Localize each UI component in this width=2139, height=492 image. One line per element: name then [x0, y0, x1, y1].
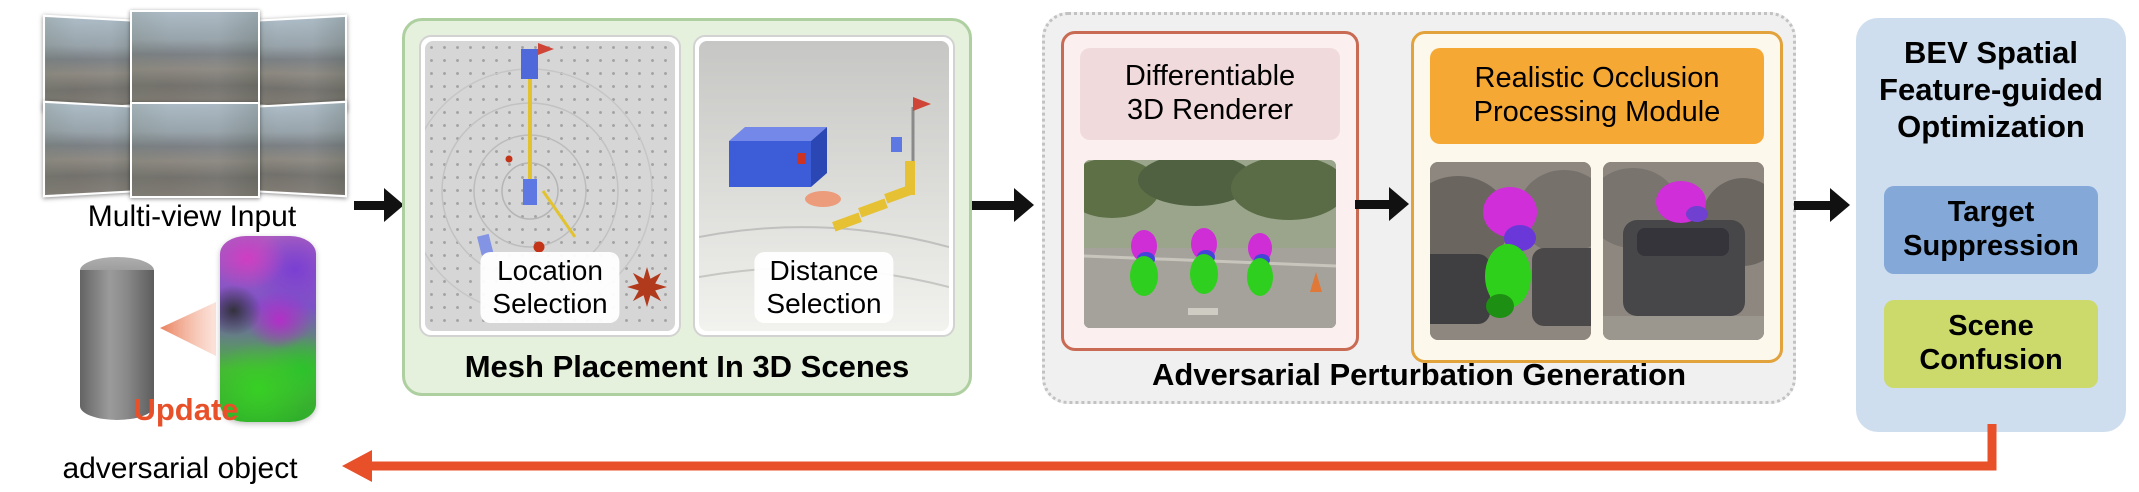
feedback-arrow-icon — [342, 424, 1997, 482]
starburst-icon — [627, 267, 667, 307]
multiview-input-images — [36, 10, 352, 200]
distance-selection-label: Distance Selection — [754, 252, 894, 323]
lidar-topdown-image — [425, 41, 675, 331]
camera-image-front-right — [250, 14, 348, 112]
mesh-placement-section: Location Selection — [402, 18, 972, 396]
cylinder-mesh-body — [80, 270, 154, 420]
sim-scene-graphic — [699, 97, 949, 288]
camera-image-back-right — [250, 100, 348, 198]
arrow-shaft — [354, 201, 388, 210]
location-selection-label: Location Selection — [480, 252, 620, 323]
arrow-shaft — [1794, 201, 1834, 210]
location-selection-panel: Location Selection — [419, 35, 681, 337]
flow-arrow-icon — [354, 188, 404, 222]
adversarial-mesh-object — [220, 236, 316, 422]
scene-confusion-block: Scene Confusion — [1884, 300, 2098, 388]
flow-arrow-icon — [972, 188, 1034, 222]
occlusion-module-box: Realistic Occlusion Processing Module — [1411, 31, 1783, 363]
occlusion-module-label: Realistic Occlusion Processing Module — [1430, 48, 1764, 144]
camera-image-back-left — [42, 100, 140, 198]
flow-arrow-icon — [1794, 188, 1850, 222]
occlusion-graphic-1 — [1430, 162, 1591, 340]
update-label: Update — [133, 392, 239, 427]
differentiable-renderer-label: Differentiable 3D Renderer — [1080, 48, 1340, 140]
occlusion-example-image-2 — [1603, 162, 1764, 340]
camera-image-front-left — [42, 14, 140, 112]
differentiable-renderer-box: Differentiable 3D Renderer — [1061, 31, 1359, 351]
occlusion-example-image-1 — [1430, 162, 1591, 340]
arrow-head — [384, 188, 404, 222]
adversarial-object-caption: adversarial object — [62, 452, 298, 485]
rendered-scene-graphic — [1084, 160, 1336, 328]
arrow-shaft — [972, 201, 1018, 210]
camera-image-front — [130, 10, 260, 106]
distance-selection-panel: Distance Selection — [693, 35, 955, 337]
update-beam-icon — [160, 302, 216, 356]
mesh-placement-title: Mesh Placement In 3D Scenes — [464, 349, 910, 384]
bev-optimization-section: BEV Spatial Feature-guided Optimization … — [1856, 18, 2126, 432]
bev-optimization-title: BEV Spatial Feature-guided Optimization — [1879, 35, 2103, 145]
occlusion-graphic-2 — [1603, 162, 1764, 340]
lidar-graphic — [425, 43, 653, 314]
arrow-shaft — [1355, 200, 1393, 209]
camera-image-back — [130, 102, 260, 198]
perturbation-generation-title: Adversarial Perturbation Generation — [1151, 357, 1687, 392]
perturbation-generation-section: Differentiable 3D Renderer — [1042, 12, 1796, 404]
target-suppression-block: Target Suppression — [1884, 186, 2098, 274]
rendered-scene-image — [1084, 160, 1336, 328]
flow-arrow-icon — [1355, 187, 1409, 221]
arrow-head — [1830, 188, 1850, 222]
multiview-input-label: Multi-view Input — [87, 200, 297, 233]
arrow-head — [1389, 187, 1409, 221]
arrow-head — [1014, 188, 1034, 222]
